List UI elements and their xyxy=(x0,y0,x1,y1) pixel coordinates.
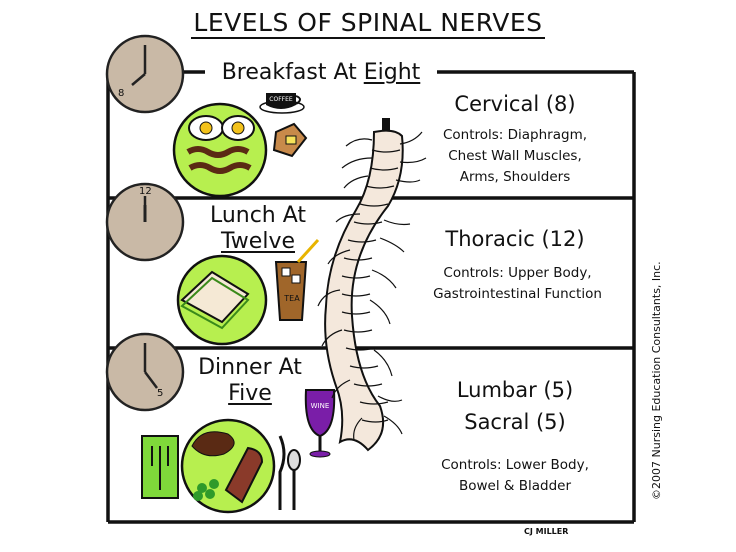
toast-icon xyxy=(272,122,308,158)
clock-eight-icon xyxy=(105,34,185,114)
lunch-plate-icon xyxy=(176,254,268,346)
page-title: LEVELS OF SPINAL NERVES xyxy=(191,8,545,39)
lumbar-sacral-controls: Controls: Lower Body,Bowel & Bladder xyxy=(441,457,589,494)
spine-illustration-icon xyxy=(317,118,427,452)
clock-five-icon xyxy=(105,332,185,412)
clock-eight-label: 8 xyxy=(118,88,125,99)
lumbar-title: Lumbar (5) xyxy=(456,378,574,402)
artist-signature: CJ MILLER xyxy=(524,527,569,536)
sacral-title: Sacral (5) xyxy=(464,410,566,434)
dinner-plate-icon xyxy=(180,418,276,514)
napkin-icon xyxy=(141,435,179,499)
tea-label: TEA xyxy=(284,294,300,303)
iced-tea-glass-icon xyxy=(274,238,320,321)
cervical-controls: Controls: Diaphragm,Chest Wall Muscles,A… xyxy=(442,127,588,185)
wine-glass-icon xyxy=(304,389,336,458)
cervical-title: Cervical (8) xyxy=(454,92,576,116)
clock-twelve-label: 12 xyxy=(139,186,152,197)
wine-label: WINE xyxy=(310,402,330,410)
breakfast-label: Breakfast At Eight xyxy=(221,60,421,85)
coffee-cup-icon xyxy=(259,93,305,114)
thoracic-controls: Controls: Upper Body,Gastrointestinal Fu… xyxy=(433,265,602,302)
silverware-icon xyxy=(278,435,301,510)
breakfast-plate-icon xyxy=(172,102,268,198)
thoracic-title: Thoracic (12) xyxy=(445,227,585,251)
copyright-text: ©2007 Nursing Education Consultants, Inc… xyxy=(650,261,663,500)
clock-five-label: 5 xyxy=(157,388,164,399)
coffee-label: COFFEE xyxy=(269,96,293,103)
clock-twelve-icon xyxy=(105,182,185,262)
